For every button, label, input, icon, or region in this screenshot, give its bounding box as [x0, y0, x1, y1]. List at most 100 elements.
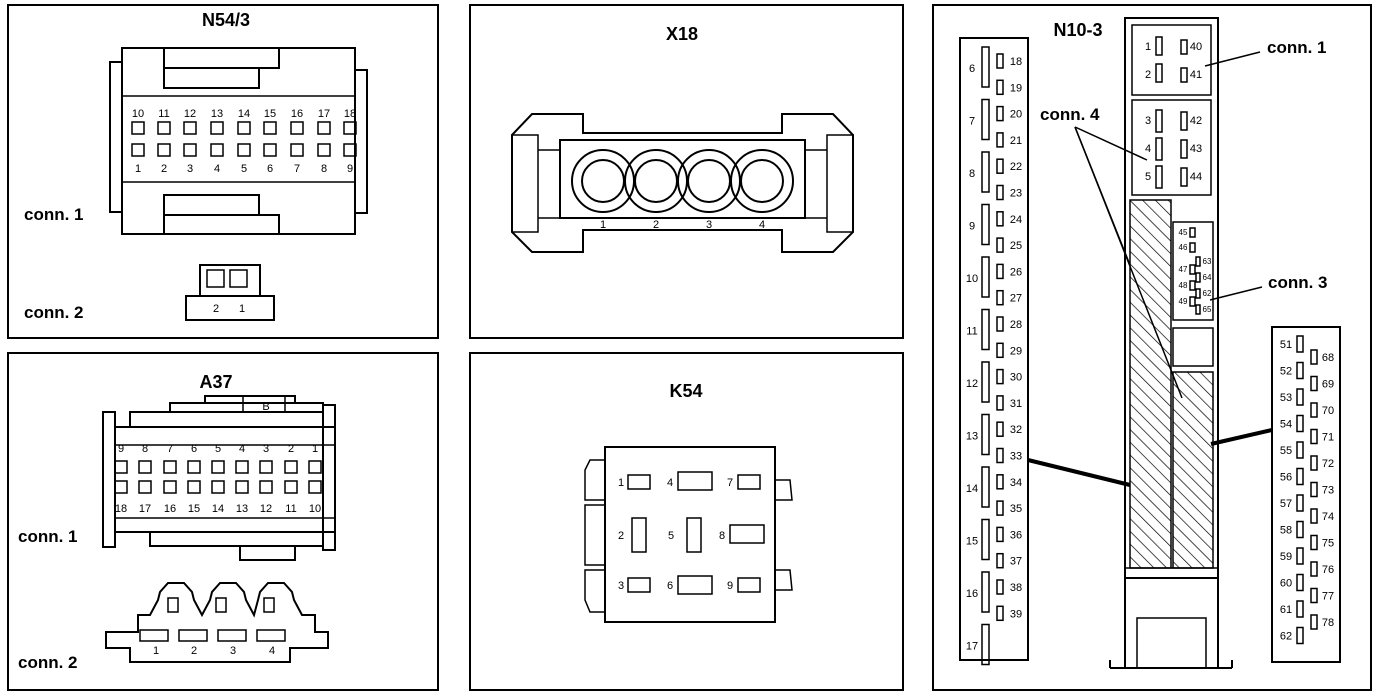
- svg-text:2: 2: [161, 163, 167, 175]
- n10-3-right-small-pin: [1310, 402, 1318, 418]
- n54-3-pin-square-top: [183, 121, 197, 135]
- n10-3-right-big-pin: [1296, 547, 1304, 565]
- n54-3-pin-square-top: [290, 121, 304, 135]
- svg-text:1: 1: [600, 219, 606, 231]
- n54-3-pin-square-bottom: [157, 143, 171, 157]
- n54-3-bottom-pin-labels: 1 2 3 4 5 6 7 8 9: [135, 163, 353, 175]
- a37-panel: [7, 352, 439, 691]
- svg-text:13: 13: [211, 108, 223, 120]
- n10-3-conn4-pin-labels: 3 4 5 42 43 44: [1145, 115, 1202, 183]
- n10-3-left-big-label: 6: [969, 63, 975, 75]
- n10-3-right-big-pin: [1296, 388, 1304, 406]
- n54-3-pin-square-bottom: [290, 143, 304, 157]
- n54-3-pin-square-top: [343, 121, 357, 135]
- svg-text:4: 4: [667, 477, 673, 489]
- n10-3-left-big-label: 8: [969, 168, 975, 180]
- n10-3-right-big-label: 51: [1280, 339, 1292, 351]
- a37-pin-square-bottom: [163, 480, 177, 494]
- svg-text:65: 65: [1203, 305, 1212, 314]
- a37-pin-square-top: [211, 460, 225, 474]
- n10-3-c4-pin: [1155, 137, 1163, 161]
- n10-3-left-small-label: 32: [1010, 424, 1022, 436]
- n10-3-right-small-label: 76: [1322, 564, 1334, 576]
- n10-3-right-small-pin: [1310, 349, 1318, 365]
- n10-3-left-big-pin: [981, 466, 990, 508]
- a37-pin-square-top: [259, 460, 273, 474]
- svg-text:47: 47: [1179, 265, 1188, 274]
- a37-pin-square-top: [114, 460, 128, 474]
- n10-3-right-big-label: 55: [1280, 445, 1292, 457]
- n10-3-left-small-label: 39: [1010, 608, 1022, 620]
- x18-panel: [469, 4, 904, 339]
- svg-text:4: 4: [239, 443, 245, 455]
- n10-3-right-big-pin: [1296, 626, 1304, 645]
- x18-title: X18: [666, 24, 698, 44]
- a37-title: A37: [199, 372, 232, 392]
- svg-text:3: 3: [1145, 115, 1151, 127]
- n10-3-left-small-label: 27: [1010, 293, 1022, 305]
- n10-3-left-small-pin: [996, 184, 1004, 201]
- a37-pin-square-bottom: [138, 480, 152, 494]
- n10-3-right-big-label: 58: [1280, 525, 1292, 537]
- n10-3-right-small-label: 70: [1322, 405, 1334, 417]
- svg-text:10: 10: [309, 503, 321, 515]
- n10-3-right-big-pin: [1296, 335, 1304, 353]
- n10-3-left-small-pin: [996, 79, 1004, 96]
- n10-3-left-small-label: 25: [1010, 240, 1022, 252]
- svg-text:14: 14: [238, 108, 250, 120]
- n10-3-left-small-label: 36: [1010, 529, 1022, 541]
- n10-3-left-small-label: 24: [1010, 214, 1022, 226]
- a37-c2-pin-labels: 1 2 3 4: [153, 645, 275, 657]
- n54-3-c2-pin-2: 2: [213, 303, 219, 315]
- n54-3-pin-square-top: [263, 121, 277, 135]
- n54-3-pin-square-bottom: [183, 143, 197, 157]
- svg-text:15: 15: [188, 503, 200, 515]
- n10-3-left-small-label: 30: [1010, 372, 1022, 384]
- n10-3-left-small-pin: [996, 105, 1004, 122]
- a37-pin-square-bottom: [211, 480, 225, 494]
- svg-text:8: 8: [142, 443, 148, 455]
- a37-pin-square-bottom: [259, 480, 273, 494]
- n10-3-right-big-label: 59: [1280, 551, 1292, 563]
- n10-3-right-small-label: 77: [1322, 591, 1334, 603]
- svg-text:13: 13: [236, 503, 248, 515]
- n10-3-c4-pin: [1180, 167, 1188, 187]
- svg-text:7: 7: [727, 477, 733, 489]
- n10-3-left-small-label: 23: [1010, 188, 1022, 200]
- svg-text:49: 49: [1179, 297, 1188, 306]
- svg-text:18: 18: [344, 108, 356, 120]
- n10-3-left-small-pin: [996, 263, 1004, 280]
- n10-3-right-small-label: 72: [1322, 458, 1334, 470]
- n10-3-panel: [932, 4, 1372, 691]
- n10-3-left-big-pin: [981, 151, 990, 193]
- svg-text:4: 4: [1145, 143, 1151, 155]
- n10-3-left-big-pin: [981, 518, 990, 561]
- svg-text:11: 11: [158, 108, 169, 120]
- svg-text:63: 63: [1203, 257, 1212, 266]
- n10-3-left-big-label: 14: [966, 483, 978, 495]
- n10-3-title: N10-3: [1053, 20, 1102, 40]
- a37-pin-square-bottom: [308, 480, 322, 494]
- n10-3-left-small-pin: [996, 500, 1004, 516]
- svg-text:1: 1: [618, 477, 624, 489]
- n10-3-left-big-label: 10: [966, 273, 978, 285]
- n10-3-left-small-label: 29: [1010, 345, 1022, 357]
- n10-3-right-big-label: 54: [1280, 419, 1292, 431]
- svg-text:5: 5: [215, 443, 221, 455]
- n10-3-c1-pin: [1180, 67, 1188, 83]
- svg-text:41: 41: [1190, 69, 1202, 81]
- svg-text:2: 2: [653, 219, 659, 231]
- n10-3-left-big-label: 15: [966, 536, 978, 548]
- n10-3-c3-pin: [1189, 296, 1196, 307]
- svg-text:5: 5: [668, 530, 674, 542]
- n10-3-left-small-label: 33: [1010, 451, 1022, 463]
- a37-conn2-label: conn. 2: [18, 653, 78, 672]
- n10-3-right-big-pin: [1296, 573, 1304, 592]
- n10-3-left-small-label: 26: [1010, 266, 1022, 278]
- svg-text:11: 11: [285, 503, 296, 515]
- a37-pin-square-top: [163, 460, 177, 474]
- n54-3-pin-square-bottom: [131, 143, 145, 157]
- svg-text:8: 8: [321, 163, 327, 175]
- n10-3-right-small-pin: [1310, 534, 1318, 551]
- svg-text:3: 3: [618, 580, 624, 592]
